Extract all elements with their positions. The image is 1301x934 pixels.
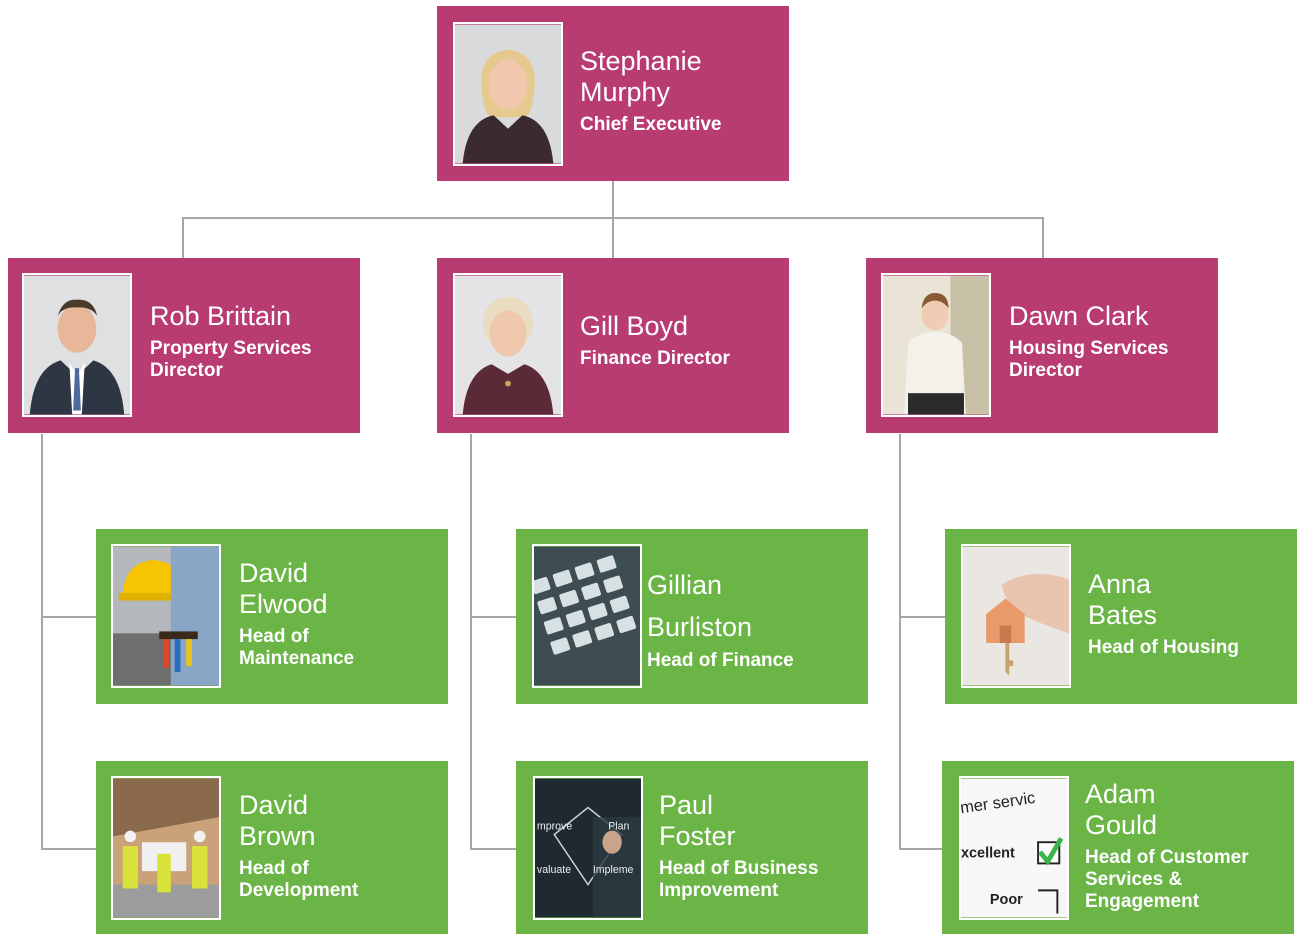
gillian-burliston-name-last: Burliston	[647, 612, 753, 642]
adam-gould-role-line3: Engagement	[1085, 891, 1200, 912]
david-brown-name-last: Brown	[239, 821, 316, 851]
org-card-finance-director: Gill Boyd Finance Director	[437, 258, 789, 433]
connector-housing-vertical	[899, 434, 901, 850]
paul-foster-photo: mprove Plan valuate Impleme	[533, 776, 643, 920]
photo-label-plan: Plan	[608, 821, 629, 833]
connector-ceo-down	[612, 181, 614, 218]
adam-gould-name-last: Gould	[1085, 810, 1158, 840]
david-elwood-role-line1: Head of	[239, 626, 309, 647]
david-elwood-name-first: David	[239, 558, 309, 588]
ceo-name-first: Stephanie	[580, 46, 702, 76]
dawn-clark-role-line1: Housing Services	[1009, 338, 1169, 359]
anna-bates-role: Head of Housing	[1088, 637, 1239, 658]
david-brown-role-line2: Development	[239, 880, 359, 901]
connector-director-1	[182, 217, 184, 258]
david-elwood-role-line2: Maintenance	[239, 648, 355, 669]
connector-housing-head-2	[899, 848, 942, 850]
rob-brittain-role-line1: Property Services	[150, 338, 312, 359]
paul-foster-name-last: Foster	[659, 821, 736, 851]
dawn-clark-role-line2: Director	[1009, 360, 1082, 381]
connector-director-3	[1042, 217, 1044, 258]
gill-boyd-name: Gill Boyd	[580, 311, 689, 341]
gill-boyd-role: Finance Director	[580, 348, 730, 369]
david-elwood-name-last: Elwood	[239, 589, 328, 619]
rob-brittain-photo	[22, 273, 132, 417]
org-card-property-services-director: Rob Brittain Property Services Director	[8, 258, 360, 433]
paul-foster-role-line2: Improvement	[659, 880, 779, 901]
org-card-housing-services-director: Dawn Clark Housing Services Director	[866, 258, 1218, 433]
org-card-head-of-business-improvement: mprove Plan valuate Impleme Paul Foster …	[516, 761, 868, 934]
connector-property-head-2	[41, 848, 96, 850]
ceo-name-last: Murphy	[580, 77, 671, 107]
david-brown-name-first: David	[239, 790, 309, 820]
photo-label-evaluate: valuate	[537, 864, 571, 876]
connector-director-2	[612, 217, 614, 258]
rob-brittain-role-line2: Director	[150, 360, 223, 381]
david-elwood-photo	[111, 544, 221, 688]
gill-boyd-photo	[453, 273, 563, 417]
connector-property-vertical	[41, 434, 43, 850]
adam-gould-photo: mer servic xcellent Poor	[959, 776, 1069, 920]
org-card-head-of-finance: Gillian Burliston Head of Finance	[516, 529, 868, 704]
adam-gould-name-first: Adam	[1085, 779, 1156, 809]
connector-housing-head-1	[899, 616, 945, 618]
paul-foster-name-first: Paul	[659, 790, 714, 820]
adam-gould-role-line2: Services &	[1085, 869, 1183, 890]
anna-bates-name-first: Anna	[1088, 569, 1152, 599]
connector-finance-head-1	[470, 616, 516, 618]
org-card-head-of-housing: Anna Bates Head of Housing	[945, 529, 1297, 704]
ceo-photo	[453, 22, 563, 166]
photo-label-improve: mprove	[537, 821, 572, 833]
dawn-clark-name: Dawn Clark	[1009, 301, 1149, 331]
connector-finance-head-2	[470, 848, 516, 850]
connector-property-head-1	[41, 616, 96, 618]
photo-label-poor: Poor	[990, 892, 1023, 908]
connector-finance-vertical	[470, 434, 472, 850]
gillian-burliston-photo	[532, 544, 642, 688]
gillian-burliston-name-first: Gillian	[647, 570, 723, 600]
org-card-head-of-development: David Brown Head of Development	[96, 761, 448, 934]
org-card-head-of-maintenance: David Elwood Head of Maintenance	[96, 529, 448, 704]
david-brown-photo	[111, 776, 221, 920]
paul-foster-role-line1: Head of Business	[659, 858, 819, 879]
org-card-chief-executive: Stephanie Murphy Chief Executive	[437, 6, 789, 181]
anna-bates-photo	[961, 544, 1071, 688]
david-brown-role-line1: Head of	[239, 858, 309, 879]
rob-brittain-name: Rob Brittain	[150, 301, 292, 331]
photo-label-implement: Impleme	[593, 864, 634, 876]
photo-label-excellent: xcellent	[961, 846, 1015, 862]
ceo-role: Chief Executive	[580, 114, 722, 135]
gillian-burliston-role: Head of Finance	[647, 650, 794, 671]
org-card-head-of-customer-services: mer servic xcellent Poor Adam Gould Head…	[942, 761, 1294, 934]
anna-bates-name-last: Bates	[1088, 600, 1158, 630]
dawn-clark-photo	[881, 273, 991, 417]
adam-gould-role-line1: Head of Customer	[1085, 847, 1249, 868]
